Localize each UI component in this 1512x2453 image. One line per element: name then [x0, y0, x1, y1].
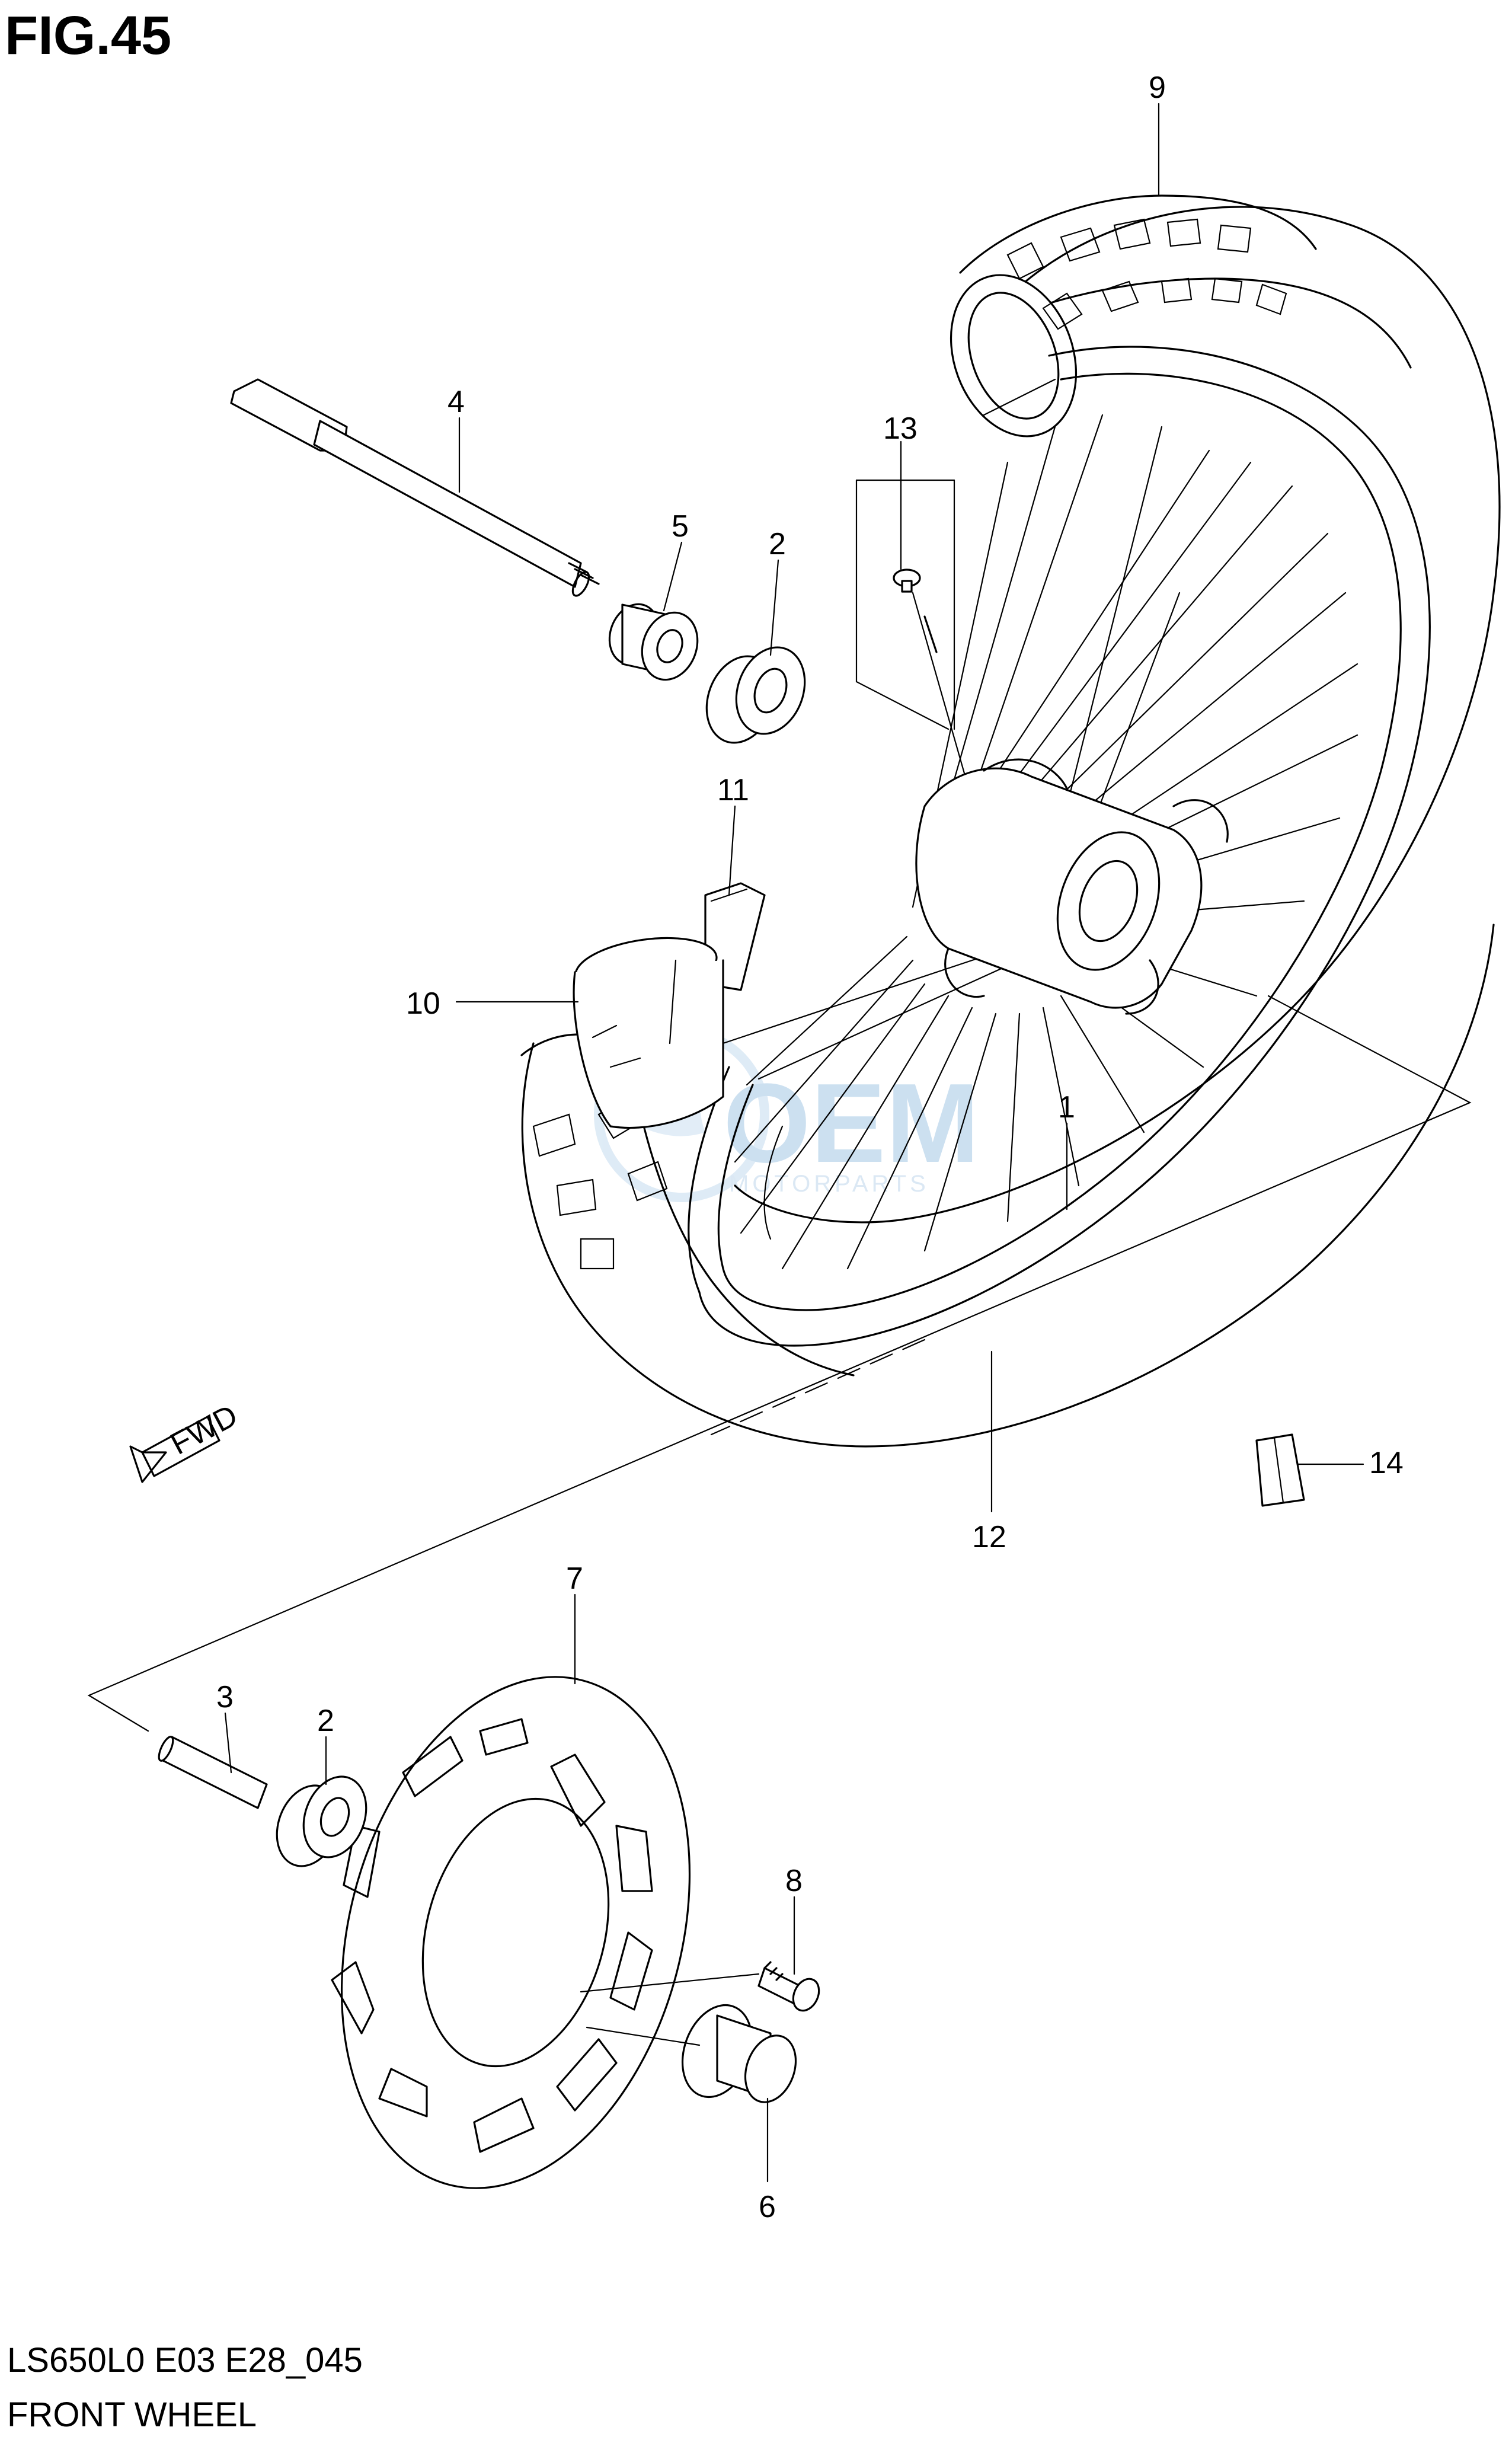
disc-bolt — [757, 1961, 820, 2012]
fwd-direction-arrow: FWD — [129, 1398, 243, 1483]
callout-8: 8 — [785, 1864, 803, 1898]
model-code-caption: LS650L0 E03 E28_045 — [7, 2341, 363, 2379]
disc-spacer — [681, 2004, 797, 2103]
spacer-collar — [608, 603, 699, 681]
inner-tube — [573, 937, 724, 1129]
callout-4: 4 — [447, 385, 465, 419]
axle — [230, 378, 600, 597]
callout-9: 9 — [1149, 71, 1166, 105]
callout-11: 11 — [717, 773, 749, 807]
watermark-subtext: MOTORPARTS — [729, 1171, 929, 1197]
callout-10: 10 — [406, 986, 440, 1021]
callout-5: 5 — [672, 509, 689, 544]
clip — [1255, 1433, 1305, 1507]
bearing-lower — [276, 1775, 367, 1867]
leader-lines — [224, 103, 1364, 2183]
callout-2-upper: 2 — [769, 527, 786, 561]
callout-2-lower: 2 — [317, 1704, 334, 1738]
figure-title: FIG.45 — [5, 5, 172, 66]
callout-14: 14 — [1369, 1446, 1404, 1480]
callout-13: 13 — [883, 411, 918, 446]
callout-7: 7 — [566, 1561, 583, 1596]
callout-6: 6 — [759, 2190, 776, 2224]
tire-tread-pattern — [1006, 218, 1287, 330]
valve — [893, 568, 938, 653]
tire — [520, 194, 1501, 1448]
pin — [158, 1736, 268, 1809]
brake-disc — [331, 1676, 691, 2189]
figure-name-caption: FRONT WHEEL — [7, 2395, 257, 2434]
hub — [915, 758, 1229, 1015]
fwd-label: FWD — [165, 1398, 243, 1462]
bearing-upper — [705, 646, 806, 744]
assembly-guide-lines — [87, 479, 1472, 2046]
watermark-text: OEM — [723, 1061, 980, 1186]
callout-1: 1 — [1058, 1090, 1075, 1125]
callout-12: 12 — [972, 1520, 1006, 1554]
callout-labels: 9 4 5 2 13 11 10 1 12 14 7 3 2 8 6 — [216, 71, 1404, 2224]
callout-3: 3 — [216, 1680, 234, 1714]
